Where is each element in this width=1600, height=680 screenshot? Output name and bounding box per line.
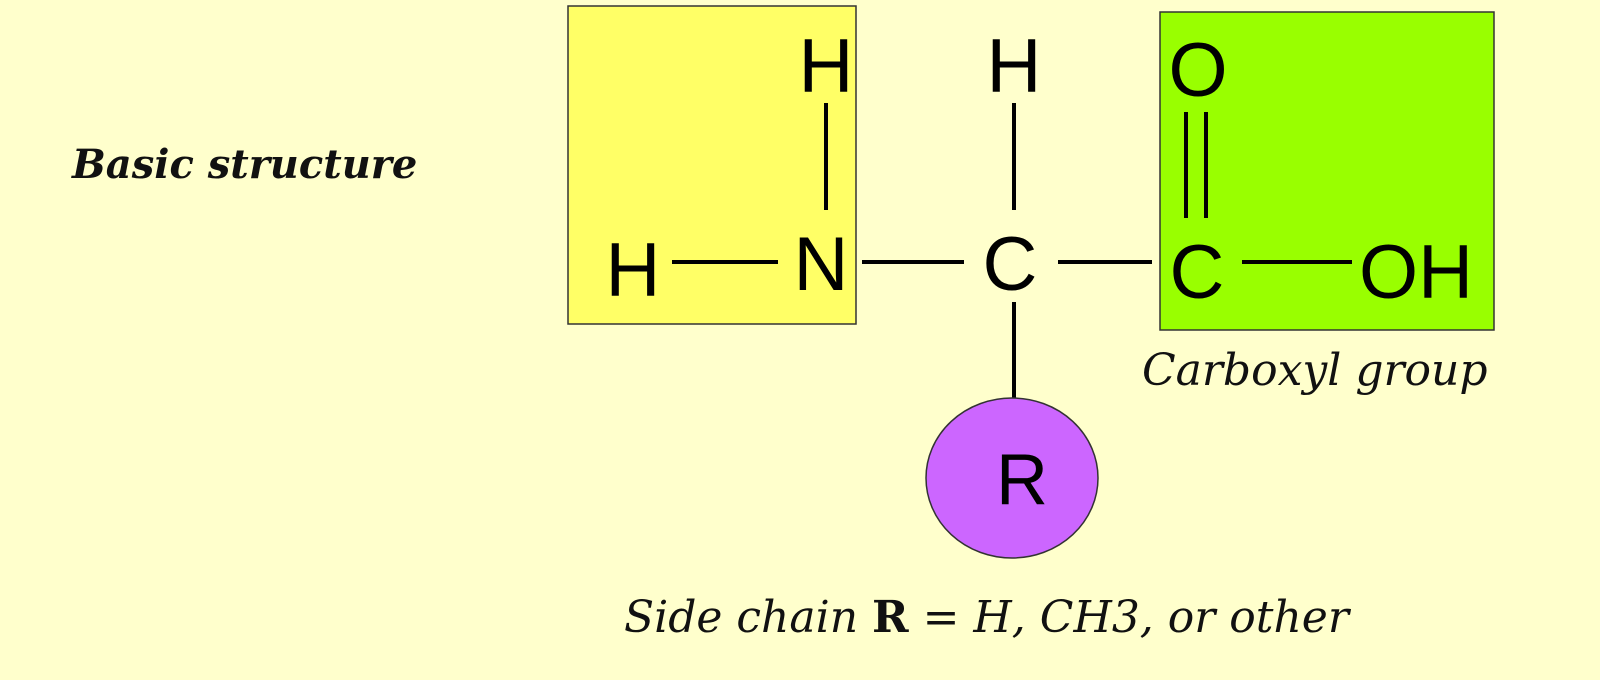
atom-carboxyl-oh: OH (1359, 230, 1473, 315)
atom-carboxyl-c: C (1170, 230, 1225, 315)
atom-carboxyl-o: O (1168, 28, 1227, 113)
side-chain-caption-suffix: = H, CH3, or other (909, 592, 1352, 643)
carboxyl-group-box (1159, 11, 1495, 331)
amino-group-box (567, 5, 857, 325)
side-chain-caption: Side chain R = H, CH3, or other (624, 592, 1352, 643)
carboxyl-group-label: Carboxyl group (1142, 345, 1488, 396)
atom-amino-h-left: H (606, 228, 661, 313)
side-chain-caption-prefix: Side chain (624, 592, 872, 643)
atom-alpha-c: C (983, 222, 1038, 307)
atom-side-chain-r: R (996, 440, 1048, 520)
side-chain-caption-symbol: R (872, 592, 909, 643)
atom-amino-n: N (794, 222, 849, 307)
side-chain-circle (925, 397, 1099, 559)
basic-structure-label: Basic structure (71, 141, 417, 188)
atom-amino-h-top: H (799, 24, 854, 109)
atom-alpha-h: H (987, 24, 1042, 109)
